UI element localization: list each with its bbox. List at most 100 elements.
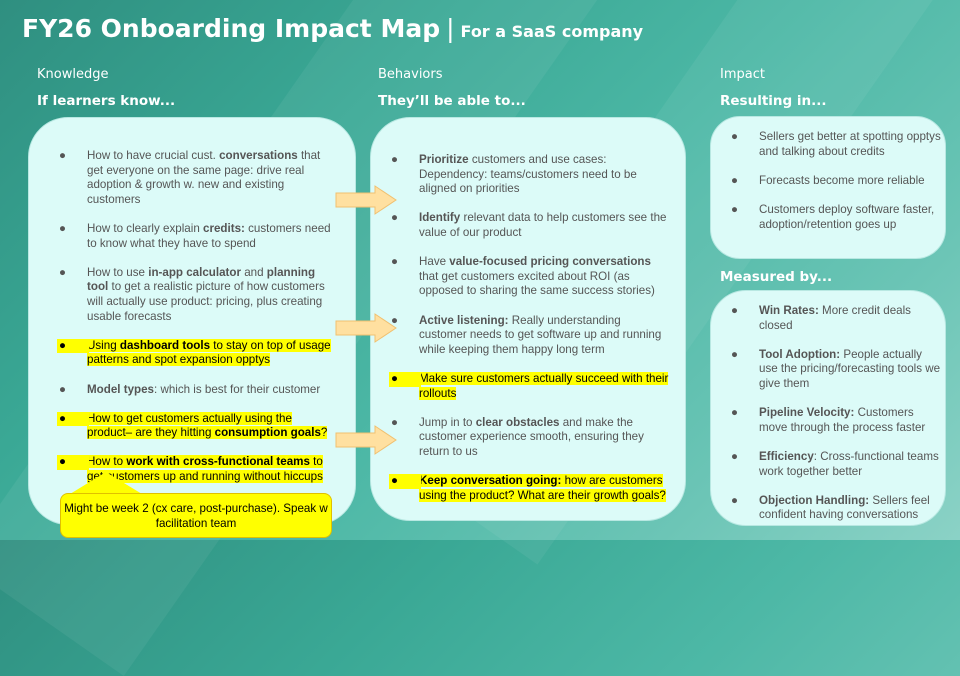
text-segment: Using [87, 338, 120, 352]
text-segment: Customers move through the process faste… [759, 406, 926, 434]
bold-text: Objection Handling: [759, 493, 870, 507]
text-segment: Customers deploy software faster, adopti… [759, 202, 935, 231]
text-segment: to get customers up and running without … [87, 455, 323, 484]
item-text: Identify relevant data to help customers… [419, 211, 666, 239]
impact-subtitle: Resulting in... [720, 93, 827, 109]
bullet-icon: ● [59, 149, 67, 162]
list-item: ●Keep conversation going: how are custom… [371, 474, 671, 503]
item-text: Customers deploy software faster, adopti… [759, 203, 934, 231]
list-item: ●Efficiency: Cross-functional teams work… [711, 450, 941, 479]
impact-panel: ●Sellers get better at spotting opptys a… [710, 116, 946, 259]
item-text: How to clearly explain credits: customer… [87, 222, 331, 250]
bold-text: consumption goals [214, 426, 321, 440]
list-item: ● Active listening: Really understanding … [371, 314, 671, 358]
list-item: ● Have value-focused pricing conversation… [371, 255, 671, 299]
text-segment: How to use [87, 265, 149, 279]
bold-text: Win Rates: [759, 304, 819, 317]
knowledge-list: ● How to have crucial cust. conversations… [39, 149, 335, 485]
item-text: Jump in to clear obstacles and make the … [419, 416, 644, 458]
bold-text: Active listening: [419, 313, 509, 327]
list-item: ●Pipeline Velocity: Customers move throu… [711, 406, 941, 435]
behaviors-list: ● Prioritize customers and use cases: Dep… [371, 153, 671, 503]
bold-text: Identify [419, 211, 461, 225]
list-item: ● Model types: which is best for their cu… [39, 383, 335, 398]
bullet-icon: ● [731, 493, 739, 507]
bullet-icon: ● [57, 455, 89, 471]
list-item: ● Prioritize customers and use cases: Dep… [371, 153, 671, 197]
text-segment: ? [320, 426, 328, 440]
arrow-right-icon [335, 425, 397, 455]
bullet-icon: ● [731, 347, 739, 361]
bullet-icon: ● [389, 474, 421, 489]
item-text: Forecasts become more reliable [759, 174, 925, 187]
item-text: Have value-focused pricing conversations… [419, 255, 655, 297]
bold-text: dashboard tools [119, 338, 211, 352]
title-separator: | [446, 14, 455, 43]
item-text: Keep conversation going: how are custome… [419, 474, 666, 502]
bullet-icon: ● [59, 265, 67, 279]
text-segment: Sellers get better at spotting opptys an… [759, 130, 941, 158]
measured-subtitle: Measured by... [720, 269, 833, 285]
bold-text: clear obstacles [475, 415, 560, 429]
text-segment: Jump in to [419, 415, 476, 429]
bold-text: Keep conversation going: [419, 474, 562, 488]
text-segment: : which is best for their customer [154, 382, 321, 396]
list-item: ● How to use in-app calculator and planni… [39, 266, 335, 324]
item-text: Sellers get better at spotting opptys an… [759, 130, 941, 158]
text-segment: customers and use cases: Dependency: tea… [419, 153, 637, 196]
behaviors-panel: ● Prioritize customers and use cases: Dep… [370, 117, 686, 521]
text-segment: and [241, 265, 267, 279]
text-segment: How to have crucial cust. [87, 149, 220, 162]
text-segment: Have [419, 255, 450, 269]
item-text: Model types: which is best for their cus… [87, 383, 320, 396]
knowledge-subtitle: If learners know... [37, 93, 176, 109]
item-text: Active listening: Really understanding c… [419, 314, 661, 356]
bold-text: planning tool [87, 265, 316, 294]
bullet-icon: ● [59, 382, 67, 396]
bullet-icon: ● [391, 313, 399, 327]
item-text: How to use in-app calculator and plannin… [87, 266, 325, 323]
text-segment: : Cross-functional teams work together b… [759, 449, 939, 478]
title-main: FY26 Onboarding Impact Map [22, 14, 441, 43]
impact-list: ●Sellers get better at spotting opptys a… [711, 130, 941, 232]
item-text: How to have crucial cust. conversations … [87, 149, 320, 206]
measured-list: ● Win Rates: More credit deals closed ● Too… [711, 304, 941, 523]
bullet-icon: ● [391, 211, 399, 225]
list-item: ●Jump in to clear obstacles and make the… [371, 416, 671, 460]
knowledge-panel: ● How to have crucial cust. conversations… [28, 117, 356, 525]
knowledge-kicker: Knowledge [37, 67, 109, 82]
bold-text: Model types [87, 382, 154, 396]
item-text: Using dashboard tools to stay on top of … [87, 338, 331, 367]
text-segment: that get customers excited about ROI (as… [419, 269, 655, 298]
bullet-icon: ● [389, 371, 421, 387]
bold-text: Prioritize [419, 153, 469, 166]
text-segment: that get everyone on the same page: driv… [87, 149, 321, 206]
text-segment: How to [87, 455, 127, 469]
text-segment: Really understanding customer needs to g… [419, 313, 662, 356]
impact-header: Impact Resulting in... [720, 67, 827, 109]
bullet-icon: ● [391, 153, 399, 166]
text-segment: to stay on top of usage patterns and spo… [87, 338, 331, 367]
bold-text: Tool Adoption: [759, 347, 841, 361]
measured-header: Measured by... [720, 266, 832, 285]
list-item: ●Using dashboard tools to stay on top of… [39, 338, 335, 368]
list-item: ●Customers deploy software faster, adopt… [711, 203, 941, 232]
bold-text: Efficiency [759, 449, 814, 463]
text-segment: How to get customers actually using the … [87, 411, 292, 440]
list-item: ●Make sure customers actually succeed wi… [371, 371, 671, 401]
list-item: ●Forecasts become more reliable [711, 174, 941, 189]
item-text: Efficiency: Cross-functional teams work … [759, 450, 939, 478]
bold-text: in-app calculator [148, 265, 241, 279]
slide-title: FY26 Onboarding Impact Map|For a SaaS co… [22, 14, 643, 43]
bullet-icon: ● [57, 338, 89, 354]
item-text: Tool Adoption: People actually use the p… [759, 348, 940, 390]
text-segment: relevant data to help customers see the … [419, 211, 667, 239]
text-segment: customers need to know what they have to… [87, 221, 331, 250]
list-item: ● Objection Handling: Sellers feel confid… [711, 494, 941, 523]
text-segment: Sellers feel confident having conversati… [759, 493, 930, 522]
bullet-icon: ● [391, 255, 399, 269]
text-segment: More credit deals closed [759, 304, 911, 332]
item-text: How to get customers actually using the … [87, 411, 328, 440]
text-segment: how are customers using the product? Wha… [419, 474, 666, 502]
item-text: Prioritize customers and use cases: Depe… [419, 153, 637, 195]
